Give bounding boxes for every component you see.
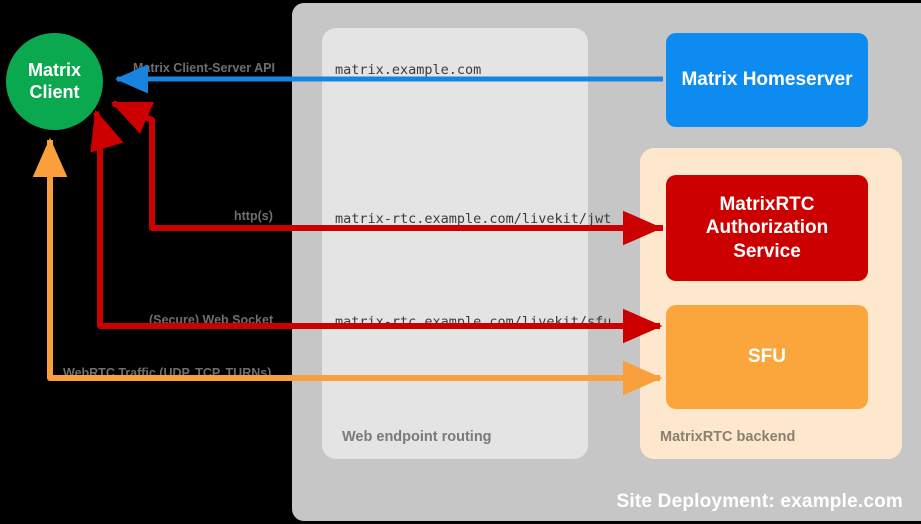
matrix-homeserver-label: Matrix Homeserver bbox=[681, 69, 853, 91]
livekit-jwt-endpoint-url: matrix-rtc.example.com/livekit/jwt bbox=[335, 211, 612, 227]
site-deployment-label: Site Deployment: example.com bbox=[616, 491, 903, 512]
https-connection-label: http(s) bbox=[234, 209, 273, 223]
matrix-client-label-line1: Matrix bbox=[27, 60, 81, 81]
auth-label-line2: Authorization bbox=[705, 217, 829, 239]
matrix-client-label-line2: Client bbox=[29, 81, 80, 102]
matrix-client-server-api-label: Matrix Client-Server API bbox=[133, 61, 275, 75]
auth-label-line3: Service bbox=[733, 240, 801, 262]
sfu-label: SFU bbox=[748, 346, 786, 368]
matrix-client-node[interactable]: Matrix Client bbox=[6, 33, 103, 130]
matrixrtc-authorization-service-node[interactable]: MatrixRTC Authorization Service bbox=[666, 175, 868, 281]
webrtc-traffic-label: WebRTC Traffic (UDP, TCP, TURNs) bbox=[63, 366, 272, 380]
websocket-connection-label: (Secure) Web Socket bbox=[149, 313, 274, 327]
matrix-endpoint-url: matrix.example.com bbox=[335, 62, 482, 78]
matrix-client-label: Matrix Client bbox=[28, 60, 81, 102]
livekit-sfu-endpoint-url: matrix-rtc.example.com/livekit/sfu bbox=[335, 314, 612, 330]
sfu-node[interactable]: SFU bbox=[666, 305, 868, 409]
web-endpoint-routing-label: Web endpoint routing bbox=[342, 429, 492, 445]
matrixrtc-backend-label: MatrixRTC backend bbox=[660, 429, 796, 445]
matrixrtc-authorization-service-label: MatrixRTC Authorization Service bbox=[706, 193, 828, 263]
auth-label-line1: MatrixRTC bbox=[719, 194, 815, 216]
web-endpoint-routing-group: Web endpoint routing bbox=[322, 28, 588, 459]
matrix-homeserver-node[interactable]: Matrix Homeserver bbox=[666, 33, 868, 127]
